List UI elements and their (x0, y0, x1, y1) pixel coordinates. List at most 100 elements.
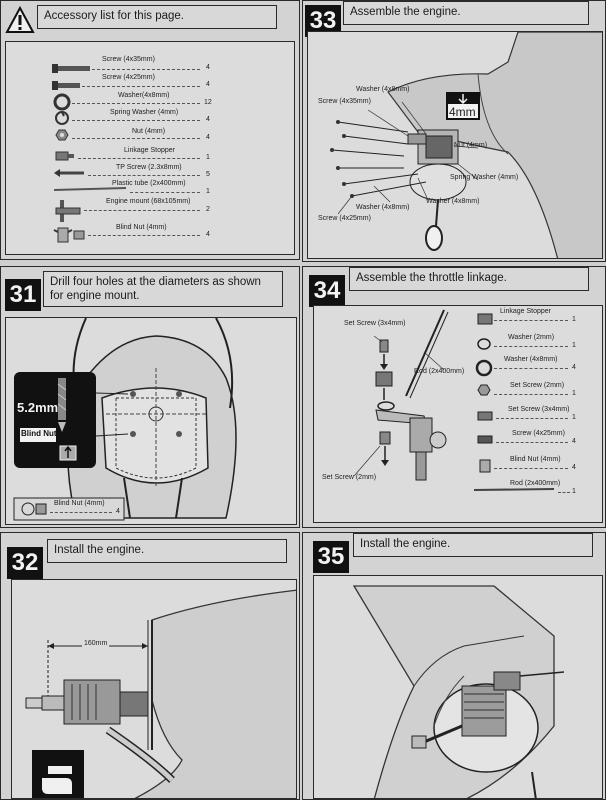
step-33-callout-washer-bottom2: Washer (4x8mm) (356, 204, 410, 211)
step-34-part-leader-0 (494, 320, 568, 321)
accessory-label-4: Nut (4mm) (132, 128, 166, 135)
accessory-leader-1 (82, 86, 200, 87)
accessory-panel: Accessory list for this page. Screw (0, 0, 300, 260)
step-33-size-label: 4mm (449, 105, 476, 119)
blind-nut-icon (53, 227, 85, 243)
engine-assembly-drawing (330, 32, 602, 258)
accessory-leader-2 (72, 103, 200, 104)
throttle-linkage-drawing (353, 309, 555, 491)
step-33-panel: 33 Assemble the engine. (302, 0, 606, 262)
accessory-leader-3 (72, 120, 200, 121)
step-35-title: Install the engine. (353, 533, 593, 557)
step-34-callout-set-screw-bottom: Set Screw (2mm) (322, 474, 377, 481)
step-32-title: Install the engine. (47, 539, 287, 563)
step-34-part-leader-4 (496, 418, 568, 419)
step-34-part-qty-1: 1 (572, 342, 576, 349)
accessory-qty-0: 4 (206, 64, 210, 71)
accessory-qty-8: 2 (206, 206, 210, 213)
accessory-qty-7: 1 (206, 188, 210, 195)
step-33-callout-nut: Nut (4mm) (454, 142, 488, 149)
step-34-part-qty-7: 1 (572, 488, 576, 495)
step-34-part-qty-6: 4 (572, 464, 576, 471)
step-34-part-qty-0: 1 (572, 316, 576, 323)
step-34-part-qty-5: 4 (572, 438, 576, 445)
engine-install-side-drawing (25, 589, 296, 798)
step-34-title: Assemble the throttle linkage. (349, 267, 589, 291)
step-32-panel: 32 Install the engine. 160mm (0, 532, 300, 800)
blind-nut-inset-label: Blind Nut (21, 429, 57, 438)
step-33-callout-screw-top: Screw (4x35mm) (318, 98, 371, 105)
step-34-part-label-1: Washer (2mm) (508, 334, 555, 341)
step-34-part-qty-3: 1 (572, 390, 576, 397)
step-33-callout-washer-bottom1: Washer (4x8mm) (426, 198, 480, 205)
step-32-number: 32 (7, 547, 43, 579)
step-34-part-leader-3 (494, 394, 568, 395)
accessory-parts-drawing (52, 64, 127, 243)
engine-install-front-drawing (352, 585, 565, 798)
step-34-part-label-0: Linkage Stopper (500, 308, 551, 315)
accessory-label-9: Blind Nut (4mm) (116, 224, 167, 231)
step-34-part-label-5: Screw (4x25mm) (512, 430, 565, 437)
accessory-label-1: Screw (4x25mm) (102, 74, 155, 81)
step-35-panel: 35 Install the engine. (302, 532, 606, 800)
step-34-number: 34 (309, 275, 345, 307)
step-34-part-label-7: Rod (2x400mm) (510, 480, 561, 487)
accessory-qty-1: 4 (206, 81, 210, 88)
accessory-label-6: TP Screw (2.3x8mm) (116, 164, 182, 171)
step-34-callout-set-screw-top: Set Screw (3x4mm) (344, 320, 406, 327)
step-31-part-qty: 4 (116, 508, 120, 515)
accessory-label-7: Plastic tube (2x400mm) (112, 180, 186, 187)
accessory-label-0: Screw (4x35mm) (102, 56, 155, 63)
nut-icon (55, 129, 69, 141)
accessory-label-3: Spring Washer (4mm) (110, 109, 179, 116)
accessory-leader-4 (72, 138, 200, 139)
accessory-title: Accessory list for this page. (37, 5, 277, 29)
engine-mount-icon (55, 200, 81, 222)
step-34-part-qty-4: 1 (572, 414, 576, 421)
step-31-part-leader (50, 512, 112, 513)
step-34-part-label-2: Washer (4x8mm) (504, 356, 558, 363)
spring-washer-icon (55, 111, 69, 125)
accessory-qty-6: 5 (206, 171, 210, 178)
step-34-part-leader-2 (494, 368, 568, 369)
accessory-leader-6 (88, 175, 200, 176)
step-34-part-qty-2: 4 (572, 364, 576, 371)
accessory-leader-5 (78, 158, 200, 159)
step-34-part-label-6: Blind Nut (4mm) (510, 456, 561, 463)
tp-screw-icon (54, 169, 84, 177)
step-34-callout-rod: Rod (2x400mm) (414, 368, 465, 375)
accessory-leader-7 (130, 192, 200, 193)
step-33-title: Assemble the engine. (343, 1, 589, 25)
warning-icon (5, 5, 35, 35)
accessory-leader-9 (88, 235, 200, 236)
step-31-illustration: 5.2mm Blind Nut Blind Nut (4mm) 4 (5, 317, 297, 525)
accessory-qty-4: 4 (206, 134, 210, 141)
step-34-part-leader-1 (494, 346, 568, 347)
step-34-part-leader-5 (496, 442, 568, 443)
screw-4x25-icon (52, 81, 80, 90)
step-34-part-label-4: Set Screw (3x4mm) (508, 406, 570, 413)
accessory-list-frame: Screw (4x35mm) 4 Screw (4x25mm) 4 Washer… (5, 41, 295, 255)
step-33-illustration: 4mm Washer (4x8mm) Screw (4x35mm) Nut (4… (307, 31, 603, 259)
step-34-part-label-3: Set Screw (2mm) (510, 382, 565, 389)
step-33-callout-spring: Spring Washer (4mm) (450, 174, 519, 181)
screw-4x35-icon (52, 64, 90, 73)
step-33-callout-washer-top: Washer (4x8mm) (356, 86, 410, 93)
accessory-label-2: Washer(4x8mm) (118, 92, 170, 99)
washer-icon (53, 93, 71, 111)
step-31-panel: 31 Drill four holes at the diameters as … (0, 266, 300, 528)
step-35-number: 35 (313, 541, 349, 573)
step-31-number: 31 (5, 279, 41, 311)
step-31-title: Drill four holes at the diameters as sho… (43, 271, 283, 307)
step-34-part-leader-6 (494, 468, 568, 469)
step-32-illustration: 160mm (11, 579, 297, 799)
parts-column-icons (473, 313, 555, 491)
step-34-panel: 34 Assemble the throttle linkage. (302, 266, 606, 528)
accessory-label-8: Engine mount (68x105mm) (106, 198, 191, 205)
step-32-dimension: 160mm (82, 640, 110, 647)
accessory-qty-3: 4 (206, 116, 210, 123)
accessory-qty-2: 12 (204, 99, 212, 106)
drill-size-label: 5.2mm (17, 400, 59, 415)
linkage-stopper-icon (55, 151, 74, 161)
step-33-callout-screw-bottom: Screw (4x25mm) (318, 215, 371, 222)
